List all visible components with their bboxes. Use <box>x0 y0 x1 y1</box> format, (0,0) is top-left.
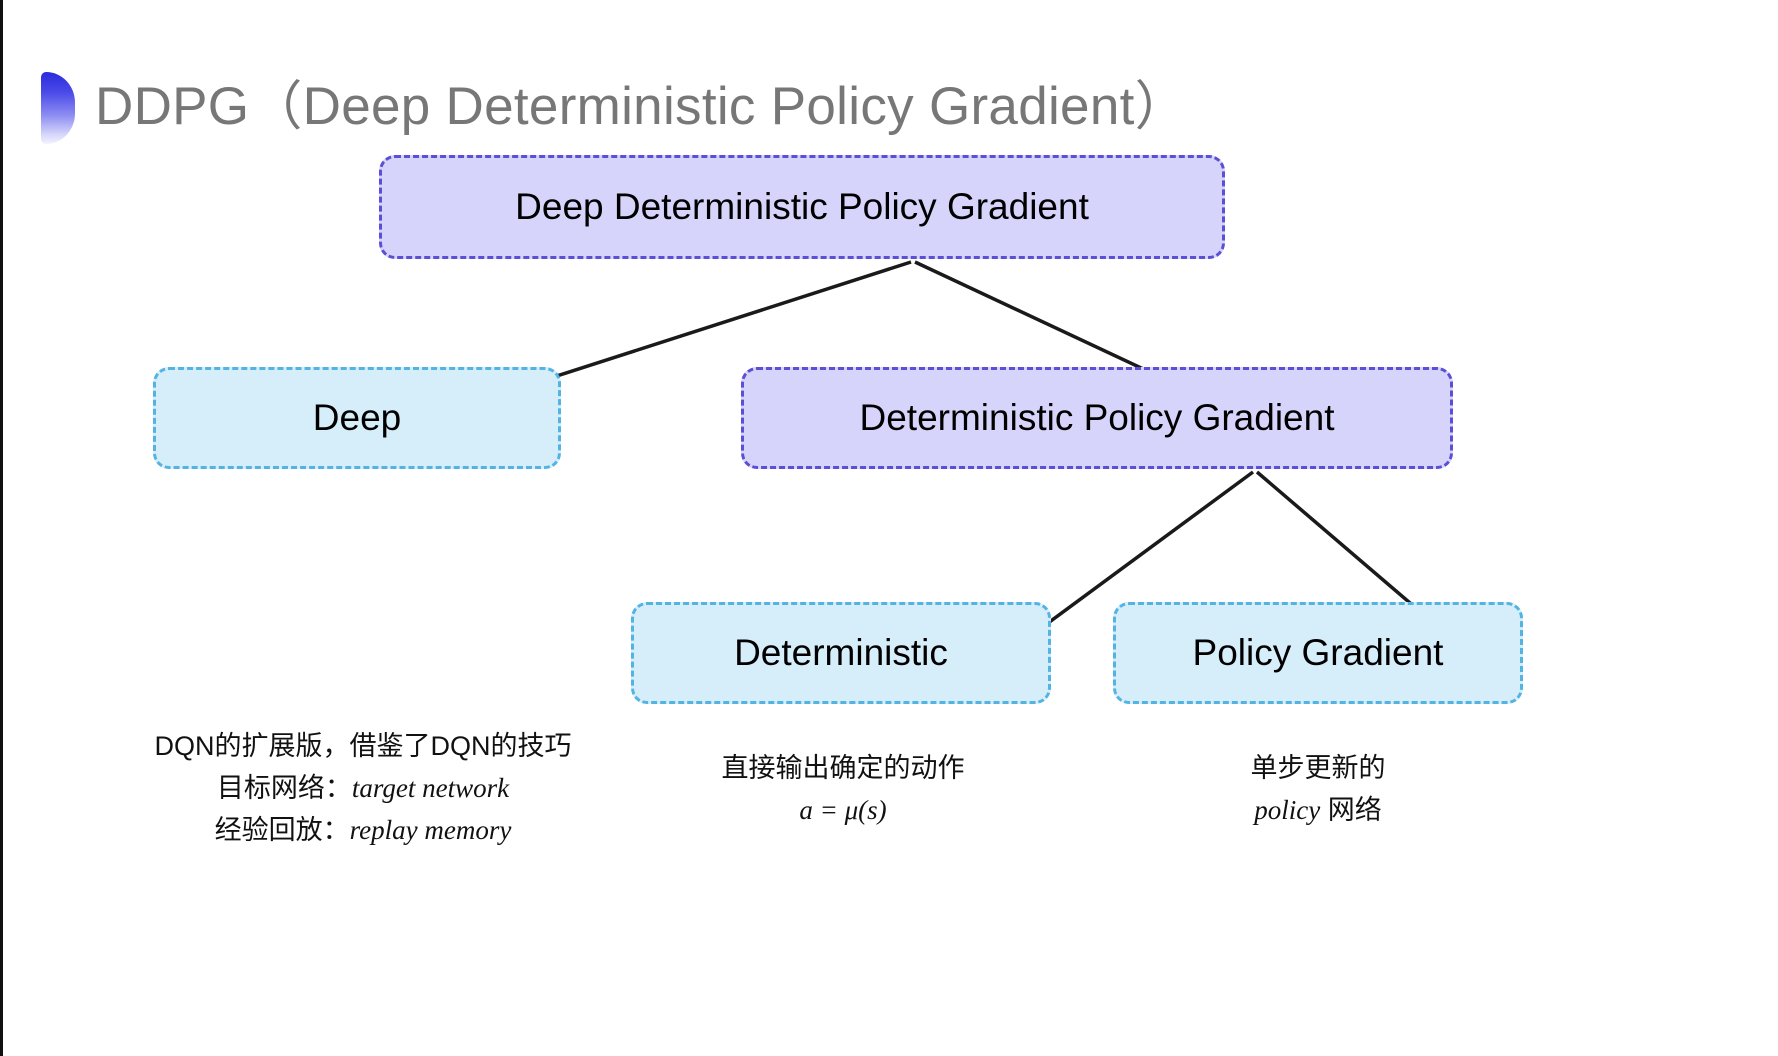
caption-deep-term-1: target network <box>351 772 510 803</box>
caption-deterministic-line-1: 直接输出确定的动作 <box>721 753 965 783</box>
caption-policy-gradient-line-2: policy 网络 <box>1133 790 1503 832</box>
caption-deep-term-2: replay memory <box>349 814 512 845</box>
node-policy-gradient[interactable]: Policy Gradient <box>1113 602 1523 704</box>
caption-deterministic-formula: a = μ(s) <box>799 794 887 825</box>
node-deterministic-policy-gradient[interactable]: Deterministic Policy Gradient <box>741 367 1453 469</box>
caption-policy-gradient-term: policy <box>1254 794 1321 825</box>
caption-deep-label-1: 目标网络： <box>216 772 352 803</box>
caption-deterministic: 直接输出确定的动作 a = μ(s) <box>643 748 1043 832</box>
caption-policy-gradient-line-1: 单步更新的 <box>1250 753 1386 783</box>
caption-deep: DQN的扩展版，借鉴了DQN的技巧 目标网络：target network 经验… <box>63 726 663 852</box>
node-deterministic[interactable]: Deterministic <box>631 602 1051 704</box>
node-deep[interactable]: Deep <box>153 367 561 469</box>
caption-policy-gradient-suffix: 网络 <box>1320 794 1382 825</box>
caption-deep-line-2: 目标网络：target network <box>63 768 663 810</box>
page-title: DDPG（Deep Deterministic Policy Gradient） <box>95 77 1188 136</box>
gradient-semicircle-bullet-icon <box>41 72 75 144</box>
caption-deep-line-3: 经验回放：replay memory <box>63 810 663 852</box>
caption-policy-gradient: 单步更新的 policy 网络 <box>1133 748 1503 832</box>
node-root[interactable]: Deep Deterministic Policy Gradient <box>379 155 1225 259</box>
caption-deep-line-1: DQN的扩展版，借鉴了DQN的技巧 <box>154 731 572 761</box>
caption-deep-label-2: 经验回放： <box>214 814 350 845</box>
